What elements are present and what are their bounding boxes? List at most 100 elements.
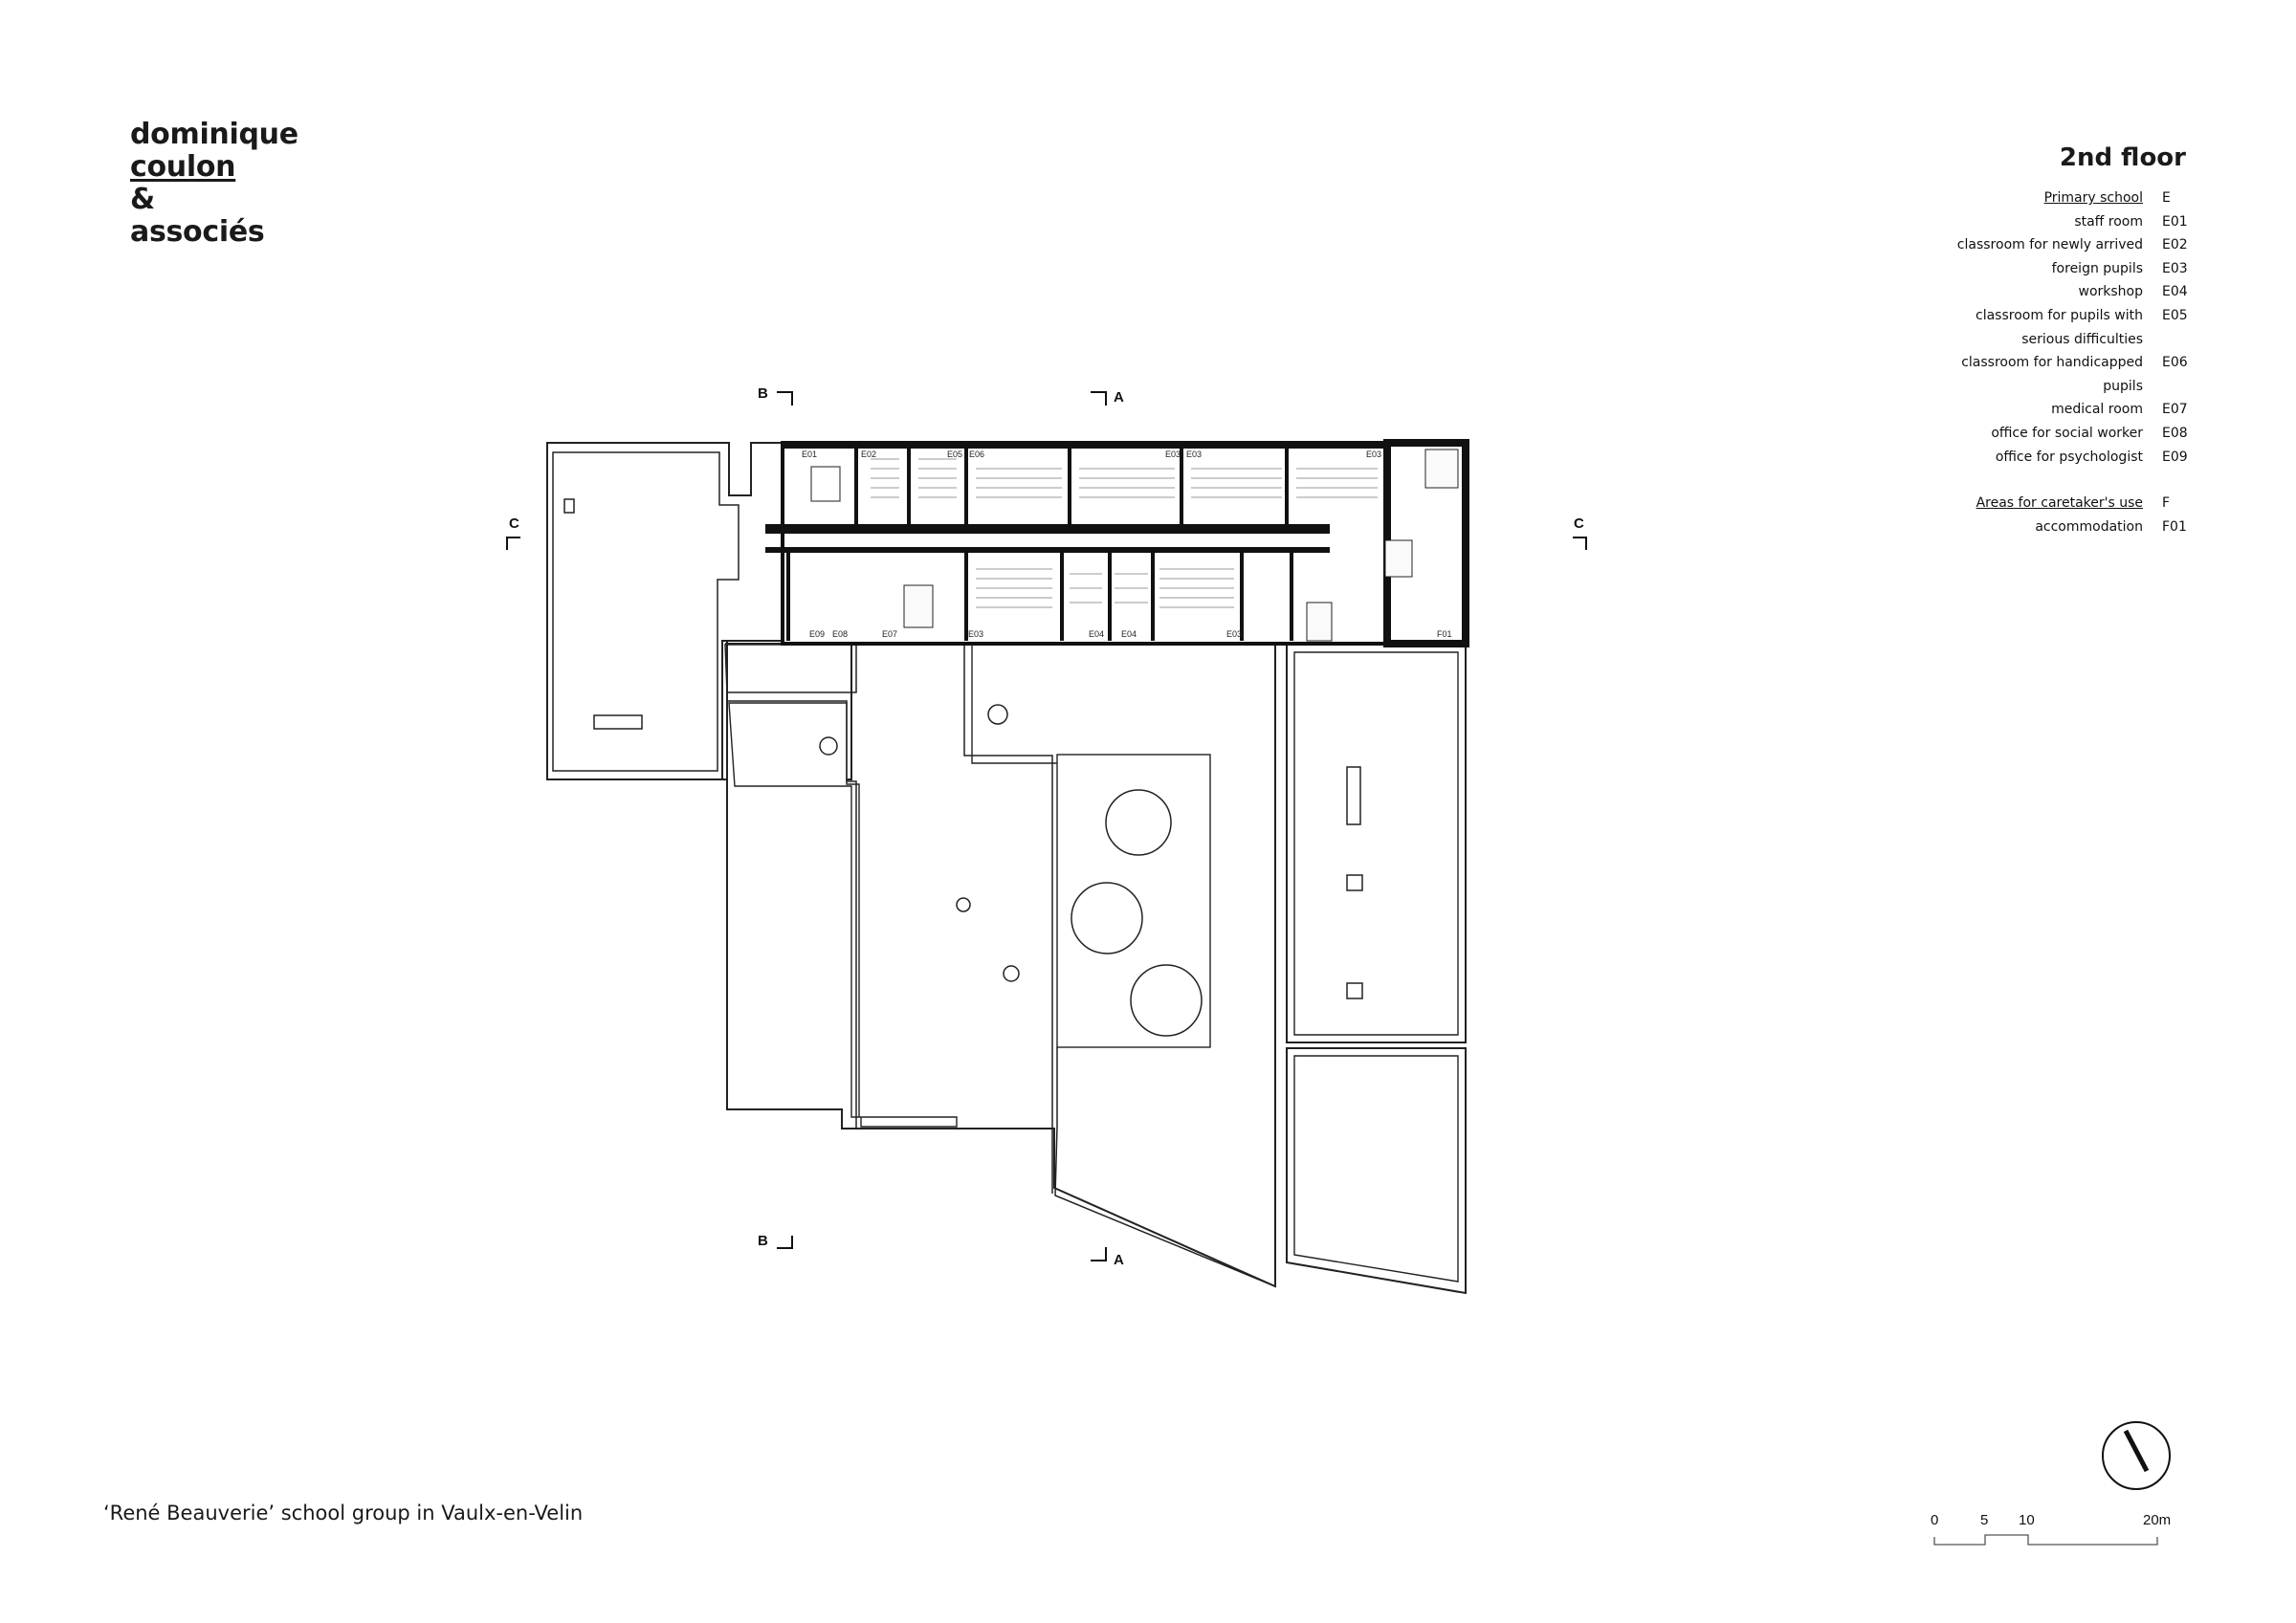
legend-row: Primary school E — [1957, 186, 2200, 210]
roof-vent — [593, 714, 643, 730]
roof-left-panel — [728, 702, 958, 1128]
stair-west — [903, 584, 934, 628]
north-arrow-icon — [2102, 1421, 2171, 1490]
right-terrace-2-inner — [1293, 1055, 1459, 1283]
office-logo: dominique coulon & associés — [130, 119, 298, 249]
room-code: E08 — [832, 629, 848, 639]
scale-label: 20m — [2143, 1512, 2171, 1528]
stair-mid — [1384, 539, 1413, 578]
section-marker-b: B — [758, 1233, 768, 1249]
desk-grid — [871, 458, 1378, 608]
scale-bar: 0 5 10 20m — [1931, 1512, 2171, 1546]
roof-vent — [1346, 766, 1361, 825]
legend-label: classroom for pupils with — [1976, 307, 2143, 323]
room-code: E01 — [802, 450, 817, 459]
legend-row: medical room E07 — [1957, 398, 2200, 422]
legend-code: F — [2162, 495, 2171, 512]
central-roof-outline — [721, 640, 1276, 1288]
legend-code: E — [2162, 190, 2171, 206]
west-wing-inner — [552, 451, 740, 772]
west-wing-outline — [546, 442, 785, 780]
central-plate-inner — [971, 645, 1057, 764]
logo-line-2: coulon — [130, 150, 236, 184]
terrace-left — [727, 700, 1053, 1194]
legend-code: E03 — [2162, 260, 2188, 276]
right-terrace-1-inner — [1293, 651, 1459, 1036]
legend-code: E08 — [2162, 425, 2188, 441]
logo-line-4: associés — [130, 215, 265, 249]
central-roof-inner — [725, 643, 852, 780]
rooflight-dome — [1105, 789, 1172, 856]
legend-row: foreign pupils E03 — [1957, 257, 2200, 281]
corridor-wall-north — [765, 524, 1330, 534]
central-plate — [963, 645, 1053, 1129]
legend-label: workshop — [2078, 284, 2144, 300]
skylight-frame — [1056, 754, 1211, 1048]
small-terrace — [724, 644, 857, 693]
legend-row: office for social worker E08 — [1957, 422, 2200, 446]
legend-label: accommodation — [2035, 518, 2143, 535]
legend-row: office for psychologist E09 — [1957, 446, 2200, 470]
section-marker-c: C — [1574, 515, 1584, 532]
legend-label: staff room — [2074, 213, 2143, 230]
room-code: E05 — [947, 450, 962, 459]
legend-row: pupils — [1957, 375, 2200, 399]
meeting-table — [810, 466, 841, 502]
legend-code: E02 — [2162, 237, 2188, 253]
legend-label: serious difficulties — [2021, 331, 2143, 347]
legend-row: classroom for newly arrived E02 — [1957, 233, 2200, 257]
legend-label: classroom for handicapped — [1961, 355, 2143, 371]
right-terrace-1 — [1286, 644, 1467, 1043]
roof-features — [563, 498, 1363, 1037]
legend-row: staff room E01 — [1957, 210, 2200, 234]
room-code: E03 — [1226, 629, 1242, 639]
legend-label: office for social worker — [1991, 425, 2143, 441]
roof-hatch — [987, 704, 1008, 725]
legend-code: E04 — [2162, 284, 2188, 300]
legend-code: E07 — [2162, 402, 2188, 418]
rooflight-dome — [1130, 964, 1203, 1037]
legend-label: pupils — [2103, 378, 2143, 394]
section-marker-a: A — [1114, 1252, 1124, 1268]
scale-label: 5 — [1980, 1512, 1988, 1528]
floor-title: 2nd floor — [2059, 143, 2186, 172]
room-code: E07 — [882, 629, 897, 639]
roof-hatch — [819, 736, 838, 756]
room-code: E03 — [1186, 450, 1202, 459]
legend-row: classroom for pupils with E05 — [1957, 304, 2200, 328]
room-code: E04 — [1089, 629, 1104, 639]
legend-label: office for psychologist — [1995, 449, 2143, 465]
roof-vent — [1346, 874, 1363, 891]
legend-code: E01 — [2162, 213, 2188, 230]
stair-east — [1424, 449, 1459, 489]
room-code: E06 — [969, 450, 984, 459]
room-code: E04 — [1121, 629, 1137, 639]
roof-hatch — [1003, 965, 1020, 982]
classroom-wing — [765, 439, 1469, 647]
project-caption: ‘René Beauverie’ school group in Vaulx-e… — [103, 1502, 584, 1524]
north-wall — [784, 443, 1466, 449]
room-legend: Primary school E staff room E01 classroom … — [1957, 186, 2200, 538]
legend-label: Primary school — [2043, 190, 2143, 206]
section-marker-c: C — [509, 515, 519, 532]
room-code: E02 — [861, 450, 876, 459]
scale-label: 0 — [1931, 1512, 1938, 1528]
scale-label: 10 — [2019, 1512, 2035, 1528]
room-code: F01 — [1437, 629, 1452, 639]
legend-label: foreign pupils — [2051, 260, 2143, 276]
section-marker-a: A — [1114, 389, 1124, 406]
legend-label: classroom for newly arrived — [1956, 237, 2143, 253]
rooflight-dome — [1071, 882, 1143, 954]
section-marker-b: B — [758, 385, 768, 402]
roof-vent — [1346, 982, 1363, 999]
legend-code: E05 — [2162, 307, 2188, 323]
south-diagonal — [1054, 1047, 1276, 1287]
legend-label: Areas for caretaker's use — [1976, 495, 2143, 512]
room-code: E03 — [1366, 450, 1381, 459]
stair-centre — [1306, 602, 1333, 642]
legend-label: medical room — [2051, 402, 2143, 418]
legend-code: E09 — [2162, 449, 2188, 465]
